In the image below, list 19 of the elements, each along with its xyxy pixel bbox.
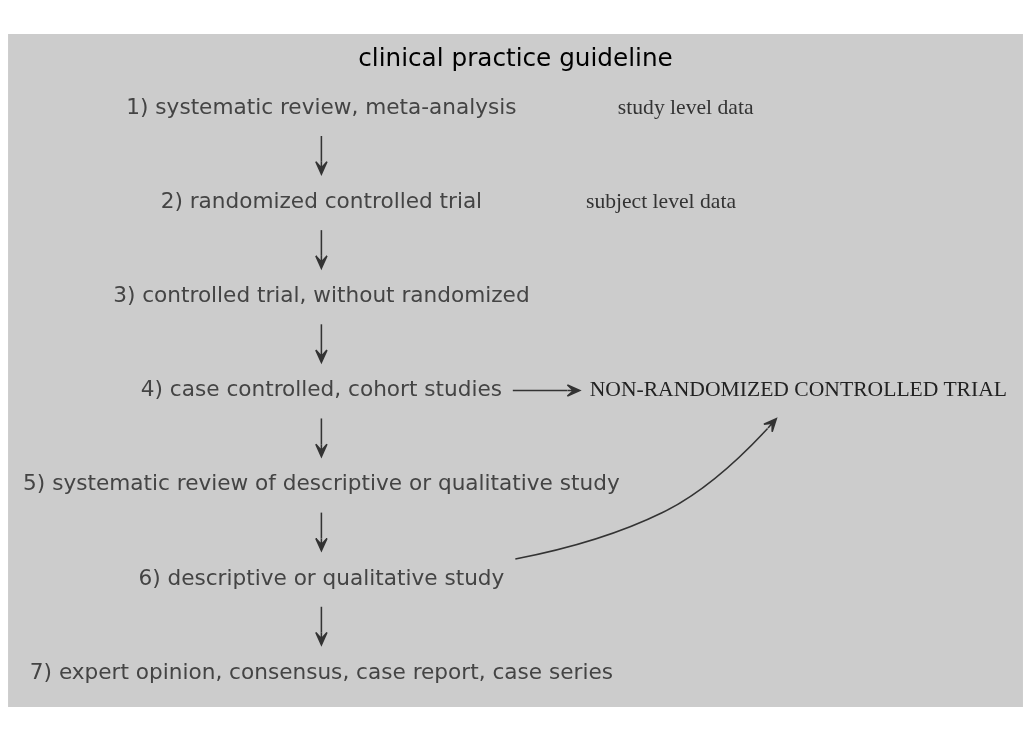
node-text: 3) controlled trial, without randomized bbox=[113, 281, 530, 307]
arrow bbox=[315, 605, 328, 646]
arrow bbox=[315, 417, 328, 457]
node-text: 1) systematic review, meta-analysis bbox=[126, 93, 517, 119]
arrow bbox=[315, 134, 328, 175]
node-text: 5) systematic review of descriptive or qualitative study bbox=[23, 469, 620, 495]
node-text: 7) expert opinion, consensus, case report, case series bbox=[29, 658, 613, 684]
node-text: 6) descriptive or qualitative study bbox=[138, 564, 505, 590]
label: study level data bbox=[617, 94, 754, 119]
node-text: NON-RANDOMIZED CONTROLLED TRIAL bbox=[589, 376, 1008, 401]
node-text: 4) case controlled, cohort studies bbox=[140, 375, 502, 401]
arrow bbox=[315, 228, 328, 269]
arrow bbox=[315, 511, 328, 551]
arrow bbox=[315, 323, 328, 363]
label: subject level data bbox=[585, 188, 736, 213]
arrow bbox=[512, 383, 581, 397]
node-text: 2) randomized controlled trial bbox=[160, 187, 483, 213]
diagram-title: clinical practice guideline bbox=[358, 42, 673, 72]
arrow bbox=[514, 417, 778, 560]
